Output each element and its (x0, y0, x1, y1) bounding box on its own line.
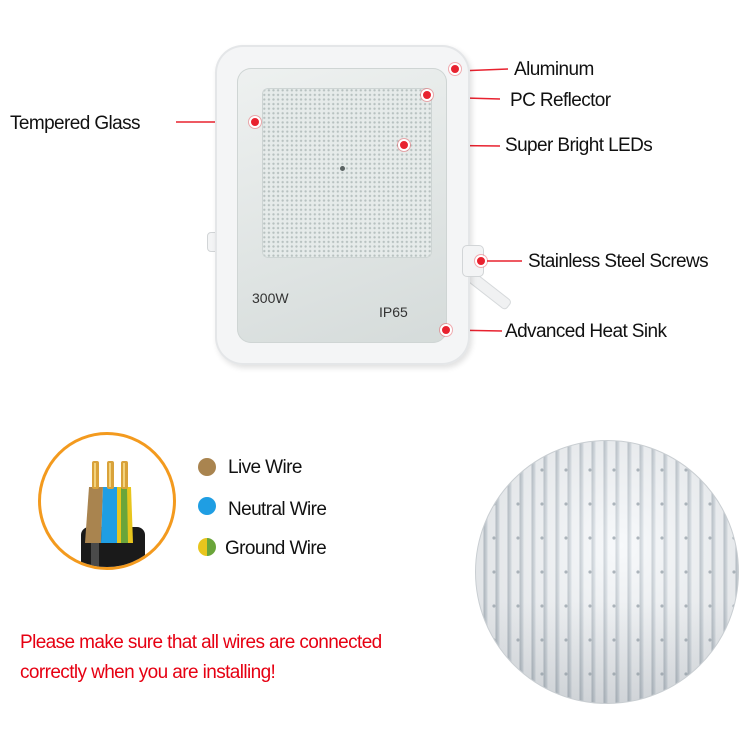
heat-sink-shadow (476, 601, 738, 703)
wattage-label: 300W (252, 290, 289, 306)
heat-sink-bumps (476, 441, 738, 703)
label-advanced-heat-sink: Advanced Heat Sink (505, 321, 667, 342)
label-pc-reflector: PC Reflector (510, 90, 611, 111)
ip-rating-label: IP65 (379, 304, 408, 320)
tip-shine-2 (109, 463, 111, 487)
dot-pc-reflector (421, 89, 433, 101)
heat-sink-closeup (475, 440, 739, 704)
ground-wire-label: Ground Wire (225, 538, 327, 559)
live-wire-label: Live Wire (228, 457, 302, 478)
label-super-bright-leds: Super Bright LEDs (505, 135, 653, 156)
neutral-wire-label: Neutral Wire (228, 499, 327, 520)
cable-drawing (81, 461, 145, 567)
cable-illustration (38, 432, 176, 570)
dot-stainless-steel-screws (475, 255, 487, 267)
led-center-sensor (340, 166, 345, 171)
cable-sheath-highlight (91, 529, 99, 567)
live-wire-swatch (198, 458, 216, 476)
warning-line-1: Please make sure that all wires are conn… (20, 632, 382, 653)
label-tempered-glass: Tempered Glass (10, 113, 141, 134)
dot-tempered-glass (249, 116, 261, 128)
ground-wire-stripe (121, 487, 128, 543)
label-aluminum: Aluminum (514, 59, 594, 80)
warning-line-2: correctly when you are installing! (20, 662, 276, 683)
led-array (262, 88, 432, 258)
ground-wire-swatch (198, 538, 216, 556)
dot-aluminum (449, 63, 461, 75)
label-stainless-steel-screws: Stainless Steel Screws (528, 251, 709, 272)
neutral-wire-swatch (198, 497, 216, 515)
installation-warning: Please make sure that all wires are conn… (20, 628, 470, 688)
dot-super-bright-leds (398, 139, 410, 151)
dot-advanced-heat-sink (440, 324, 452, 336)
tip-shine-3 (123, 463, 125, 487)
neutral-wire-core (101, 487, 117, 543)
tip-shine-1 (94, 463, 96, 487)
live-wire-core (85, 487, 103, 543)
